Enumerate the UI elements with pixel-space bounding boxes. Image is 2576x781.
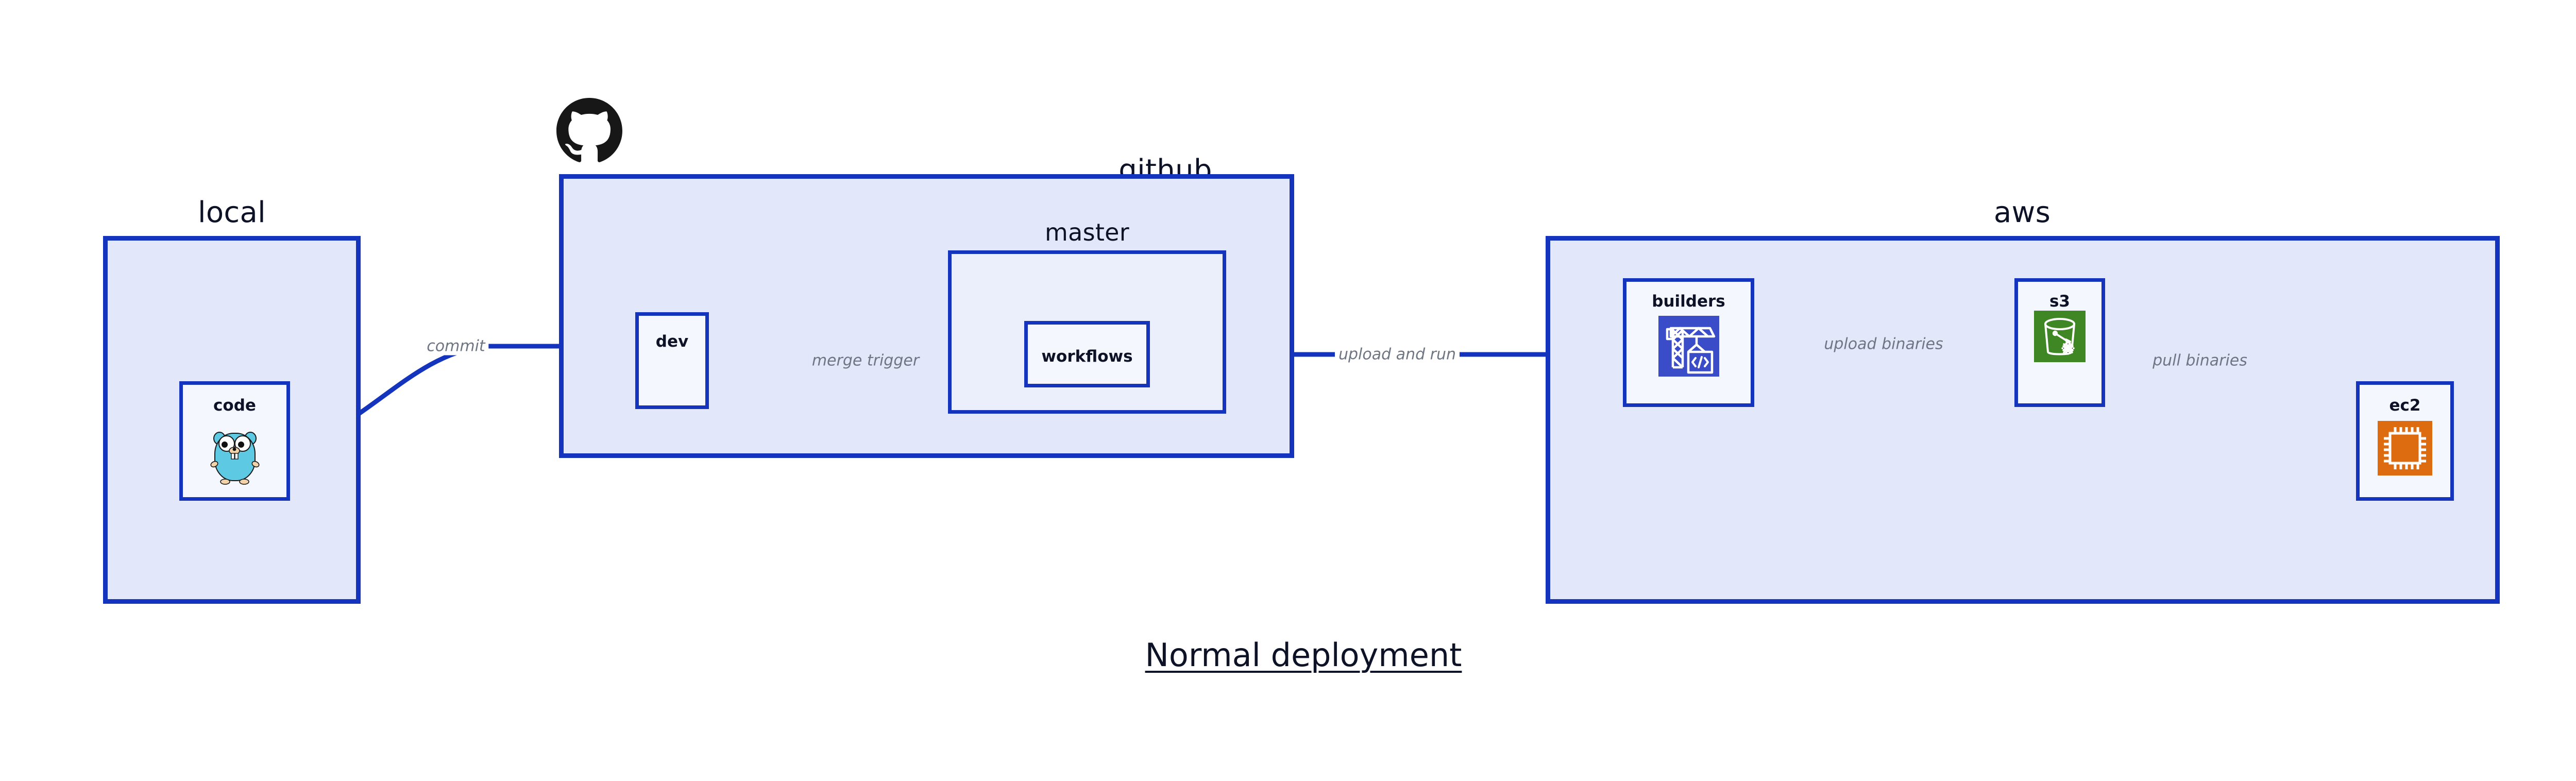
edge-label-upload-and-run: upload and run	[1334, 345, 1460, 364]
edge-label-upload-binaries: upload binaries	[1820, 335, 1947, 353]
go-gopher-icon	[207, 425, 263, 485]
github-octocat-icon	[556, 98, 622, 164]
edge-label-merge-trigger: merge trigger	[808, 351, 923, 370]
subzone-label-master: master	[1044, 218, 1129, 246]
node-builders[interactable]: builders	[1623, 278, 1754, 407]
node-ec2[interactable]: ec2	[2356, 381, 2454, 501]
zone-label-aws: aws	[1993, 196, 2051, 229]
node-label-code: code	[213, 396, 256, 415]
aws-builders-icon	[1658, 316, 1719, 377]
aws-ec2-icon	[2378, 421, 2432, 476]
node-label-s3: s3	[2049, 292, 2071, 311]
node-label-builders: builders	[1652, 292, 1725, 311]
aws-s3-icon	[2034, 311, 2086, 362]
node-label-workflows: workflows	[1041, 347, 1133, 366]
zone-label-local: local	[198, 196, 266, 229]
node-code[interactable]: code	[179, 381, 290, 501]
edge-label-pull-binaries: pull binaries	[2149, 351, 2251, 370]
node-s3[interactable]: s3	[2014, 278, 2105, 407]
node-label-dev: dev	[655, 332, 689, 351]
node-workflows[interactable]: workflows	[1024, 321, 1150, 387]
page-title: Normal deployment	[1145, 636, 1462, 674]
node-label-ec2: ec2	[2389, 396, 2421, 415]
node-dev[interactable]: dev	[635, 312, 709, 409]
edge-label-commit: commit	[423, 337, 489, 355]
